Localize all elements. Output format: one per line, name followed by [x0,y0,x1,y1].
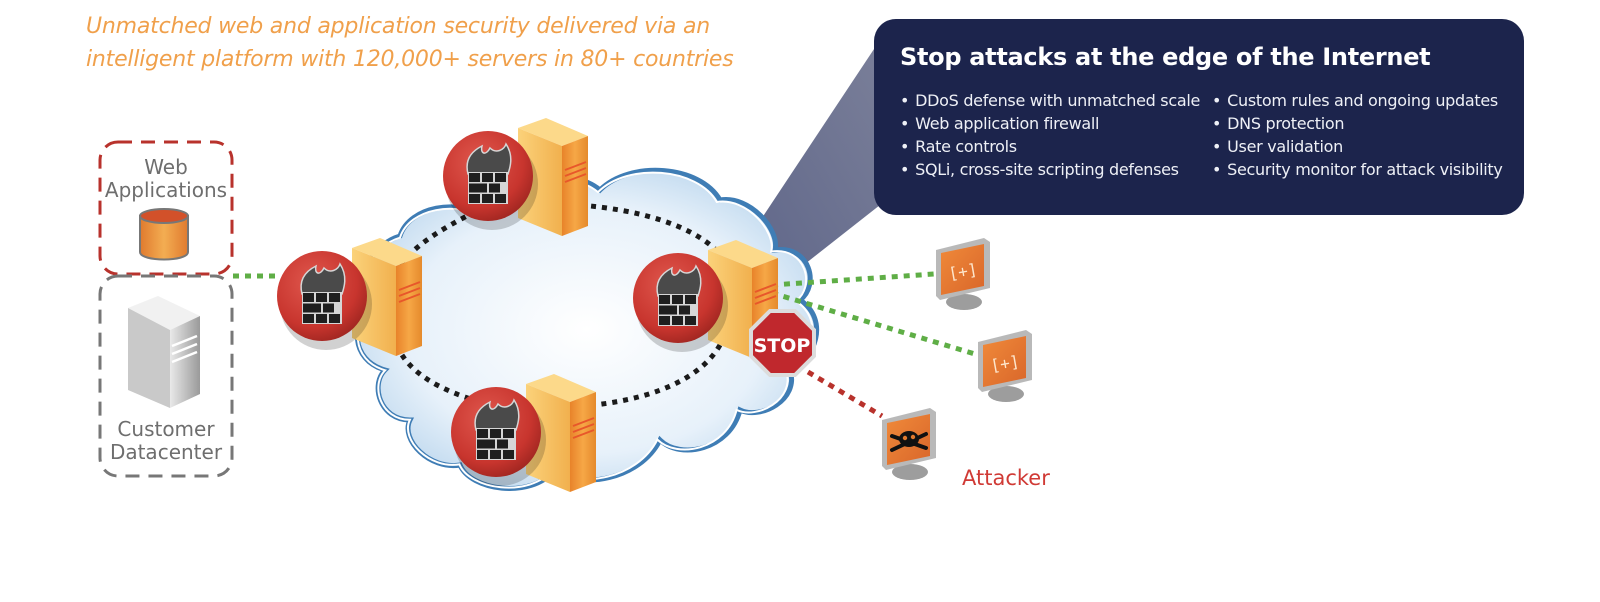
edge-node-top [443,118,588,236]
feature-list-left: DDoS defense with unmatched scale Web ap… [900,89,1200,181]
user-monitor-2: [+] [978,330,1032,402]
edge-node-bottom [451,374,596,492]
datacenter-server-icon [128,296,200,408]
user-monitor-1: [+] [936,238,990,310]
feature-item: DNS protection [1212,112,1503,135]
user-screen-icon: [+] [947,260,979,284]
ring-link-top-right [579,202,718,252]
attacker-monitor [882,408,936,480]
feature-item: Web application firewall [900,112,1200,135]
panel-title: Stop attacks at the edge of the Internet [900,43,1431,71]
feature-item: SQLi, cross-site scripting defenses [900,158,1200,181]
svg-text:STOP: STOP [754,335,811,357]
feature-item: User validation [1212,135,1503,158]
ring-link-left-top [398,207,480,267]
feature-item: Custom rules and ongoing updates [1212,89,1503,112]
edge-node-left [277,238,422,356]
tagline: Unmatched web and application security d… [86,10,734,76]
tagline-line-1: Unmatched web and application security d… [86,14,711,39]
firewall-icon [451,387,541,477]
skull-crossbones-icon [890,431,928,452]
database-icon [139,208,189,261]
attacker-label: Attacker [962,466,1050,490]
edge-server-icon [526,374,596,492]
customer-datacenter-label-line-1: Customer [117,417,215,441]
feature-item: Rate controls [900,135,1200,158]
ring-link-right-bottom [584,343,723,409]
web-applications-label-line-1: Web [144,155,188,179]
customer-datacenter-label-line-2: Datacenter [109,440,223,464]
link-edge-user-1 [771,271,935,288]
user-screen-icon: [+] [989,352,1021,376]
tagline-line-2: intelligent platform with 120,000+ serve… [86,47,734,72]
firewall-icon [277,251,367,341]
stop-sign: STOP [749,309,816,377]
web-applications-box [98,140,234,276]
firewall-icon [443,131,533,221]
customer-datacenter-label: Customer Datacenter [100,418,232,464]
feature-item: DDoS defense with unmatched scale [900,89,1200,112]
link-edge-attacker [806,369,884,419]
feature-item: Security monitor for attack visibility [1212,158,1503,181]
customer-datacenter-box [98,274,234,478]
callout-beam [742,40,880,282]
green-links [233,271,976,357]
web-applications-label: Web Applications [100,156,232,202]
web-applications-label-line-2: Applications [104,178,228,202]
firewall-icon [633,253,723,343]
info-panel: Stop attacks at the edge of the Internet… [874,19,1524,215]
edge-server-icon [518,118,588,236]
feature-list-right: Custom rules and ongoing updates DNS pro… [1212,89,1503,181]
edge-server-icon [352,238,422,356]
